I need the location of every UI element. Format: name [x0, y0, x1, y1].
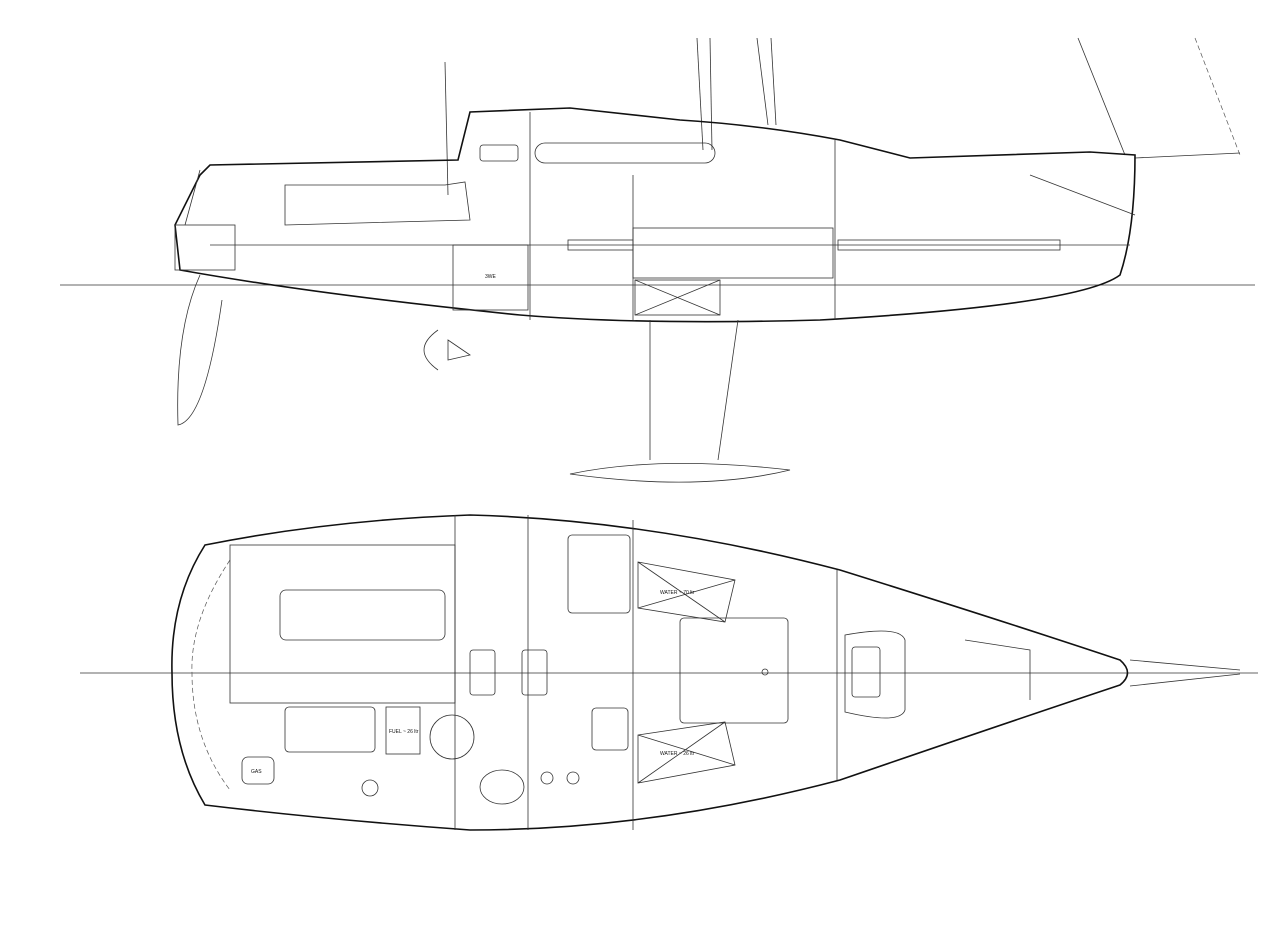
hull-outline: [174, 107, 1136, 323]
tank-cross: [634, 279, 721, 316]
fuel-tank: [385, 706, 421, 755]
water-tank-port: [637, 561, 736, 623]
backstay: [444, 61, 449, 196]
engine: [452, 244, 529, 311]
gas-label: GAS: [251, 769, 262, 775]
galley: [567, 534, 631, 614]
mast-line: [696, 37, 704, 151]
forepeak-berth: [844, 630, 906, 719]
keel-fin: [649, 319, 739, 461]
locker: [284, 706, 376, 753]
berth: [837, 239, 1061, 251]
bowsprit: [1129, 659, 1241, 671]
deck-outline: [171, 514, 1129, 831]
berth: [632, 227, 834, 279]
keel-bulb: [569, 463, 791, 483]
mast-step: [761, 668, 769, 676]
portlight: [479, 144, 519, 162]
water-port-label: WATER ~ 70 ltr: [660, 590, 695, 596]
toilet: [429, 714, 475, 760]
propeller: [423, 329, 471, 371]
stove-burner-icon: [540, 771, 554, 785]
transom: [174, 224, 236, 271]
cockpit: [229, 544, 456, 704]
bowsprit: [1129, 673, 1241, 687]
mast-line: [770, 37, 777, 126]
coaming: [191, 559, 231, 791]
cockpit: [184, 169, 1130, 246]
tank: [634, 279, 721, 316]
rudder: [177, 274, 223, 426]
saloon-table: [679, 617, 789, 724]
fuel-label: FUEL ~ 26 ltr: [389, 729, 419, 735]
water-starboard-label: WATER ~ 26 ltr: [660, 751, 695, 757]
forestay: [1077, 37, 1126, 156]
forestay-alt: [1194, 37, 1241, 156]
mast-line: [709, 37, 713, 151]
water-tank-starboard: [637, 721, 736, 784]
step: [469, 649, 496, 696]
profile-view: 3WE: [60, 37, 1255, 483]
bow-locker: [964, 639, 1031, 700]
bow-line: [1029, 174, 1136, 216]
hatch: [851, 646, 881, 698]
cockpit-seat: [279, 589, 446, 641]
engine-label: 3WE: [485, 274, 497, 280]
portlight: [534, 142, 716, 164]
bowsprit: [1134, 152, 1241, 159]
washbasin: [479, 769, 525, 805]
step: [521, 649, 548, 696]
plan-view: FUEL ~ 26 ltr GAS WATER ~ 70 ltr WATER ~…: [80, 514, 1258, 831]
sink: [591, 707, 629, 751]
winch-icon: [361, 779, 379, 797]
mast-line: [756, 37, 769, 126]
stove-burner-icon: [566, 771, 580, 785]
gas-locker: [241, 756, 275, 785]
